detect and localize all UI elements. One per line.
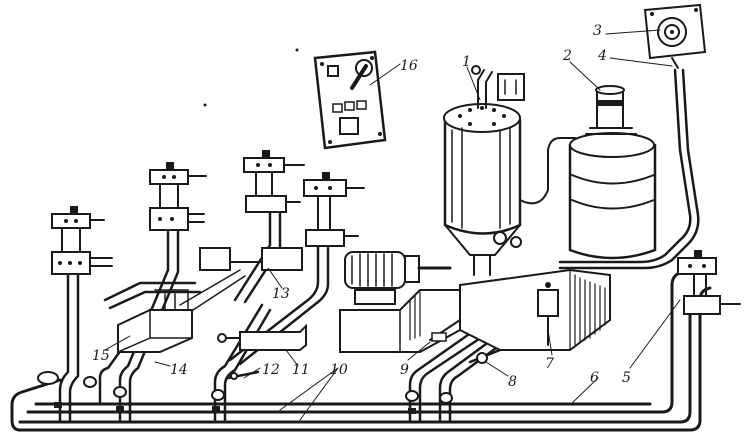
callout-15: 15 bbox=[92, 348, 110, 364]
callout-10: 10 bbox=[330, 362, 348, 378]
callout-13: 13 bbox=[272, 286, 290, 302]
valve-stack-3 bbox=[243, 150, 305, 213]
callout-1: 1 bbox=[462, 54, 471, 70]
main-pipe-bundle bbox=[10, 270, 712, 432]
callout-7: 7 bbox=[545, 356, 554, 372]
valve-stack-left bbox=[51, 206, 113, 275]
callout-14: 14 bbox=[170, 362, 188, 378]
filter-7 bbox=[537, 282, 559, 346]
callout-4: 4 bbox=[597, 48, 607, 64]
ink-dot bbox=[295, 48, 299, 52]
pressure-gauge-3 bbox=[643, 3, 707, 69]
fitting-9 bbox=[429, 319, 461, 342]
callout-16: 16 bbox=[400, 58, 418, 74]
callout-2: 2 bbox=[562, 48, 572, 64]
ink-dot bbox=[203, 103, 207, 107]
tank-1 bbox=[443, 65, 576, 276]
callout-8: 8 bbox=[508, 374, 517, 390]
bundle-fittings bbox=[37, 371, 453, 414]
callout-9: 9 bbox=[400, 362, 409, 378]
leader-lines bbox=[104, 29, 681, 421]
valve-stack-right bbox=[677, 250, 741, 315]
fitting-12 bbox=[226, 370, 260, 380]
block-11 bbox=[217, 323, 307, 351]
valve-stack-2 bbox=[149, 162, 207, 231]
callout-labels: 1 2 3 4 5 6 7 8 9 10 11 12 13 14 15 16 bbox=[92, 23, 631, 390]
block-15 bbox=[117, 289, 193, 353]
callout-3: 3 bbox=[593, 23, 602, 39]
base-frame bbox=[339, 268, 611, 353]
valve-stack-4 bbox=[303, 172, 365, 247]
distributor-13 bbox=[179, 247, 303, 313]
control-panel-16 bbox=[313, 50, 387, 150]
accumulator-2 bbox=[568, 85, 657, 260]
callout-6: 6 bbox=[590, 370, 599, 386]
callout-11: 11 bbox=[292, 362, 310, 378]
pressure-gauge-line bbox=[558, 68, 700, 270]
callout-12: 12 bbox=[262, 362, 280, 378]
electric-motor bbox=[344, 251, 452, 305]
stop-cock-8 bbox=[468, 348, 502, 364]
callout-5: 5 bbox=[622, 370, 631, 386]
